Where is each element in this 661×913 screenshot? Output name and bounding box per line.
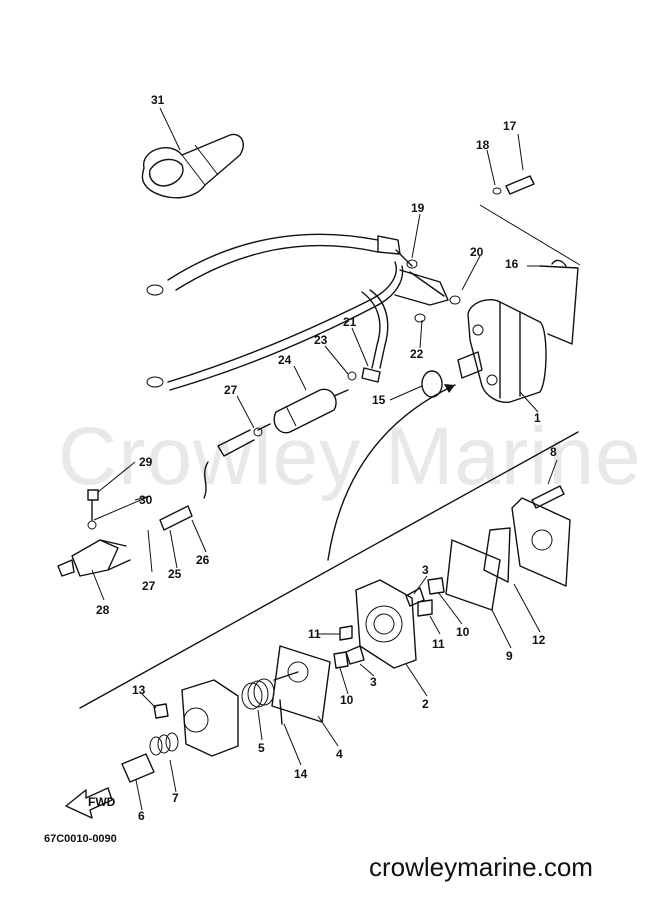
part-3-valve-b — [345, 645, 365, 665]
callout-11a: 11 — [432, 637, 445, 651]
exploded-arrow — [327, 384, 456, 561]
callout-8: 8 — [550, 445, 557, 459]
leader-lines — [91, 107, 558, 811]
callout-2: 2 — [422, 697, 429, 711]
hose-clamps — [146, 259, 461, 437]
callout-17: 17 — [503, 119, 517, 133]
part-31-cover — [141, 133, 244, 199]
diagram-code: 67C0010-0090 — [44, 833, 117, 845]
part-15-o-ring — [421, 370, 443, 398]
part-11-nut-b — [339, 625, 353, 641]
part-9-diaphragm — [445, 539, 501, 611]
part-25-hose — [159, 505, 193, 531]
callout-15: 15 — [372, 393, 386, 407]
callout-16: 16 — [505, 257, 519, 271]
callout-26: 26 — [196, 553, 210, 567]
part-housing — [181, 679, 239, 757]
callout-27a: 27 — [224, 383, 238, 397]
part-8-bolt — [531, 485, 565, 509]
arrow-head — [444, 384, 455, 393]
part-14-pin — [279, 699, 283, 725]
callout-30: 30 — [139, 493, 153, 507]
part-10-nut — [427, 577, 445, 595]
fuel-hoses — [167, 233, 449, 391]
callout-3a: 3 — [422, 563, 429, 577]
callout-4: 4 — [336, 747, 343, 761]
callout-6: 6 — [138, 809, 145, 823]
footer-url[interactable]: crowleymarine.com — [369, 852, 593, 882]
part-11-nut — [417, 599, 433, 617]
callout-11b: 11 — [308, 627, 321, 641]
part-2-pump-body — [355, 579, 417, 669]
callout-21: 21 — [343, 315, 357, 329]
callout-5: 5 — [258, 741, 265, 755]
part-24-fuel-filter — [257, 388, 349, 434]
callout-31: 31 — [151, 93, 165, 107]
callout-20: 20 — [470, 245, 484, 259]
part-7-spring — [149, 732, 179, 756]
callout-22: 22 — [410, 347, 424, 361]
part-28-fuel-joint — [57, 520, 131, 577]
callout-19: 19 — [411, 201, 425, 215]
callout-18: 18 — [476, 138, 490, 152]
callout-labels: 31 17 18 19 20 16 21 23 22 24 15 1 27 29… — [96, 93, 557, 823]
part-17-bolt — [505, 175, 535, 195]
part-29-bolt — [87, 489, 99, 521]
fwd-label: FWD — [88, 795, 116, 809]
callout-9: 9 — [506, 649, 513, 663]
part-12-cover — [483, 497, 571, 587]
callout-27b: 27 — [142, 579, 156, 593]
part-10-nut-b — [333, 651, 349, 669]
fwd-arrow-icon — [65, 787, 113, 819]
callout-12: 12 — [532, 633, 546, 647]
callout-23: 23 — [314, 333, 328, 347]
callout-7: 7 — [172, 791, 179, 805]
part-3-valve — [405, 587, 425, 607]
part-27-hose — [203, 429, 255, 499]
part-16-bracket — [539, 259, 579, 345]
part-6-plunger — [121, 753, 155, 783]
divider-line — [79, 431, 579, 709]
callout-28: 28 — [96, 603, 110, 617]
part-18-washer — [492, 187, 502, 195]
callout-29: 29 — [139, 455, 153, 469]
part-13-nut — [153, 703, 169, 719]
callout-13: 13 — [132, 683, 146, 697]
callout-24: 24 — [278, 353, 292, 367]
callout-1: 1 — [534, 411, 541, 425]
part-5-spring — [241, 678, 275, 710]
callout-10b: 10 — [340, 693, 354, 707]
callout-25: 25 — [168, 567, 182, 581]
callout-3b: 3 — [370, 675, 377, 689]
part-1-fuel-pump — [457, 298, 547, 403]
callout-10a: 10 — [456, 625, 470, 639]
callout-14: 14 — [294, 767, 308, 781]
